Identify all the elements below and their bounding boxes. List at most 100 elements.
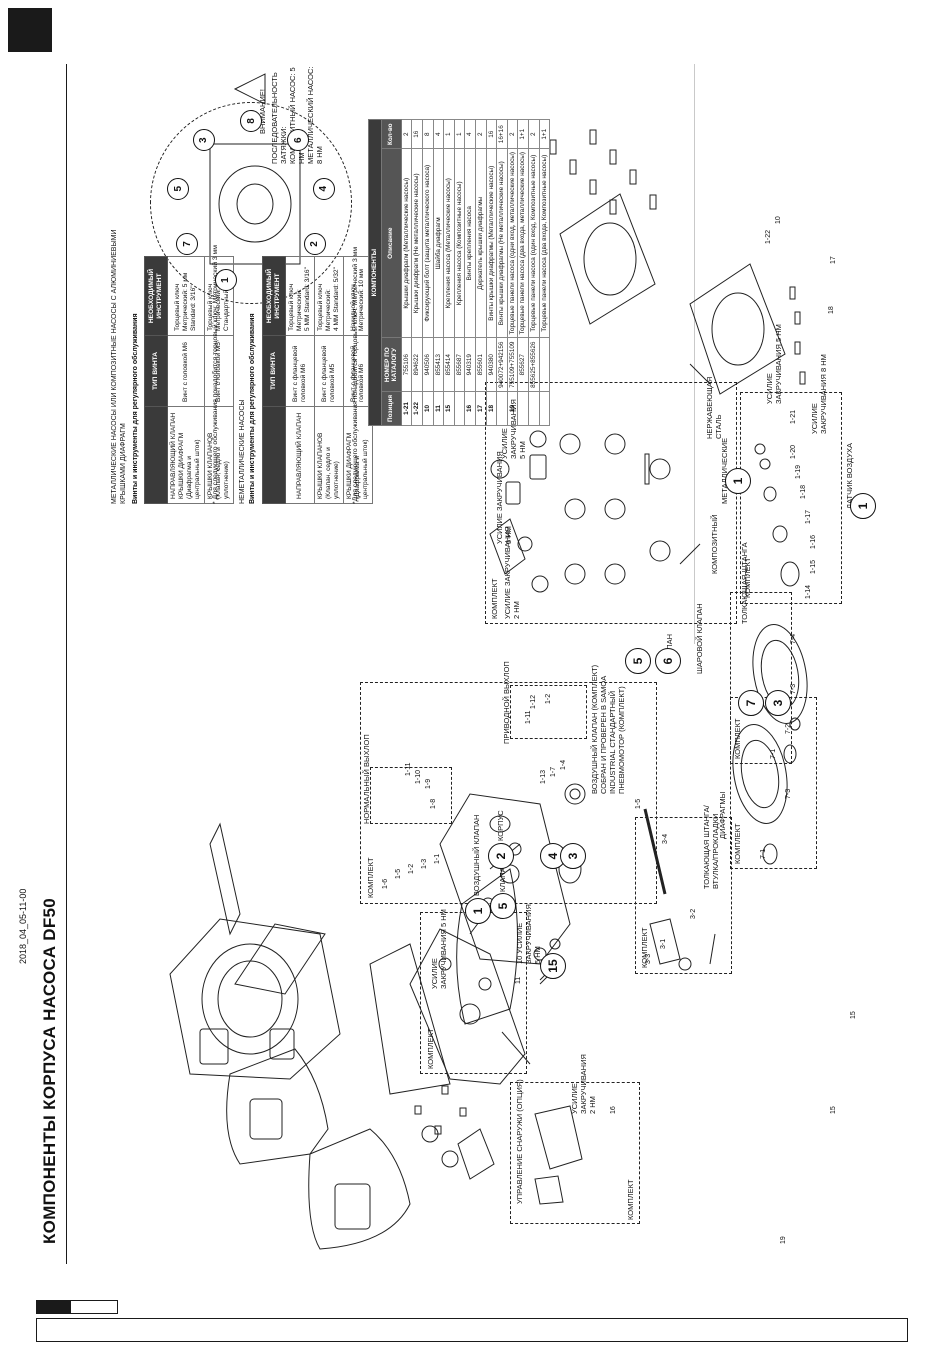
table-cell: Торцевый ключ Метрический: 4 ММ Standard… [314,256,344,336]
components-cell: 940319 [464,338,476,392]
components-cell: 16 [411,119,423,149]
components-cell: Винты крышки диафрагмы (Не металлические… [496,148,508,338]
table-row: КРЫШКИ КЛАПАНОВ (Клапан, седло и уплотне… [204,256,234,504]
components-cell [496,391,508,426]
components-cell: 1 [454,119,465,149]
components-cell: 2 [507,119,518,149]
components-cell: 940072+942156 [496,338,508,392]
components-cell: Фиксирующий болт (защита металлического … [422,148,434,338]
components-cell: 19 [507,391,518,426]
components-cell: 4 [433,119,444,149]
table-cell: Винт с головкой М6 [167,335,205,407]
components-title: КОМПОНЕНТЫ [368,119,382,426]
components-cell: 11 [433,391,444,426]
components-cell [539,338,550,392]
sequence-number: 7 [176,233,199,255]
components-cell: 855627 [517,338,529,392]
components-cell: 15 [443,391,455,426]
sequence-number: 3 [192,129,215,152]
components-cell: 855413 [433,338,444,392]
components-header: Позиция [381,391,402,426]
table-nonmetal-caption: НЕМЕТАЛЛИЧЕСКИЕ НАСОСЫ [239,399,246,504]
page-title: КОМПОНЕНТЫ КОРПУСА НАСОСА DF50 [40,897,59,1244]
table-row: НАПРАВЛЯЮЩИЙ КЛАПАН КРЫШКИ ДИАФРАГМ (Диа… [167,256,205,504]
table-header [144,406,168,504]
components-cell: 1-21 [401,391,412,426]
components-cell: 1-22 [411,391,423,426]
table-header: НЕОБХОДИМЫЙ ИНСТРУМЕНТ [144,256,168,336]
table-cell: КРЫШКИ КЛАПАНОВ (Клапан, седло и уплотне… [314,406,344,504]
corner-mark [8,8,52,52]
components-cell: 755109+755109 [507,338,518,392]
info-rule [694,64,695,644]
components-header: Кол-во [381,119,402,149]
table-cell: КРЫШКИ КЛАПАНОВ (Клапан, седло и уплотне… [204,406,234,504]
components-cell: Крышки диафрагм (Металлические насосы) [401,148,412,338]
table-cell: НАПРАВЛЯЮЩИЙ КЛАПАН [285,406,315,504]
components-cell: 8 [422,119,434,149]
table-header [262,406,286,504]
components-cell: Держатель крышки диафрагмы [475,148,487,338]
components-cell: Торцевые панели насоса (два входа, метал… [517,148,529,338]
components-cell: Винты крышки диафрагмы (Металлические на… [486,148,497,338]
components-header: Описание [381,148,402,338]
components-cell: 855601 [475,338,487,392]
rotated-page: КОМПОНЕНТЫ КОРПУСА НАСОСА DF50 2018_04_0… [18,64,900,1264]
components-cell: 755106 [401,338,412,392]
table-metal-subcaption: Винты и инструменты для регулярного обсл… [132,313,139,504]
components-row: Торцевые панели насоса (два входа, Компо… [539,119,550,426]
end-panel-left [308,1128,411,1250]
sequence-number: 5 [167,177,190,200]
components-cell: Крепления насоса (Композитные насосы) [454,148,465,338]
table-header: ТИП ВИНТА [144,335,168,407]
table-row: КРЫШКИ КЛАПАНОВ (Клапан, седло и уплотне… [314,256,344,504]
components-cell: 940506 [422,338,434,392]
components-cell: 2 [475,119,487,149]
pump-body-art [169,918,341,1080]
table-nonmetal-subcaption: Винты и инструменты для регулярного обсл… [249,313,256,504]
footer-bar [36,1318,908,1342]
sequence-number: 8 [240,110,262,132]
sequence-number: 4 [312,177,335,200]
components-cell [528,391,539,426]
exploded-view-art [169,129,808,1250]
components-cell: 855414 [443,338,455,392]
components-cell: 940380 [486,338,497,392]
components-cell: 1 [443,119,455,149]
components-cell: Торцевые панели насоса (одни вход, метал… [507,148,518,338]
components-cell: 855687 [454,338,465,392]
components-cell: Крепления насоса (Металлические насосы) [443,148,455,338]
components-cell: 10 [422,391,434,426]
table-metal-caption: МЕТАЛЛИЧЕСКИЕ НАСОСЫ ИЛИ КОМПОЗИТНЫЕ НАС… [111,229,127,504]
components-cell [517,391,529,426]
page-tab-dark [36,1300,70,1314]
components-cell [454,391,465,426]
end-panel-right [226,1048,329,1165]
table-nonmetal-note: *Для следующего обслуживания понадобится… [352,246,359,504]
table-header: НЕОБХОДИМЫЙ ИНСТРУМЕНТ [262,256,286,336]
components-cell: 2 [528,119,539,149]
components-cell: 2 [401,119,412,149]
table-cell: Торцевый ключ Метрический: 5 мм Standard… [167,256,205,336]
components-header: НОМЕР ПО КАТАЛОГУ [381,338,402,392]
title-rule [66,64,67,1264]
table-cell: Торцевый ключ Метрический: 5 ММ Standard… [285,256,315,336]
doc-date: 2018_04_05-11-00 [18,888,28,964]
table-cell: Винт с фланцевой головкой М5 [314,335,344,407]
components-cell: 16 [486,119,497,149]
table-header: ТИП ВИНТА [262,335,286,407]
components-cell: 17 [475,391,487,426]
table-cell: Торцевый ключ Метрический: 4 мм Стандарт… [204,256,234,336]
